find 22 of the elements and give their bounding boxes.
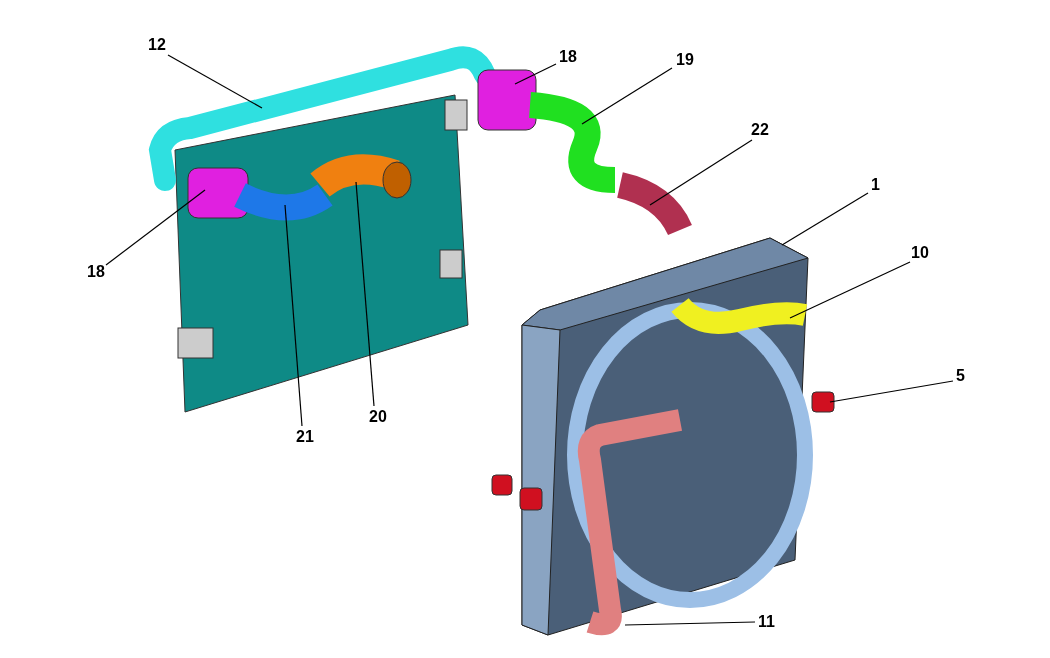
callout-number: 21 [296, 428, 314, 446]
leader-line [829, 380, 954, 403]
leader-line [649, 139, 753, 206]
callout-number: 18 [559, 48, 577, 66]
leader-line [355, 181, 375, 407]
leader-line [581, 67, 673, 125]
callout-number: 18 [87, 263, 105, 281]
callout-number: 22 [751, 121, 769, 139]
callout-number: 1 [871, 176, 880, 194]
callout-number: 5 [956, 367, 965, 385]
callout-number: 12 [148, 36, 166, 54]
leader-line [167, 54, 263, 109]
leader-line [105, 189, 206, 266]
callout-number: 10 [911, 244, 929, 262]
callout-number: 20 [369, 408, 387, 426]
leader-line [781, 192, 869, 246]
leader-line [514, 63, 557, 85]
callout-number: 19 [676, 51, 694, 69]
leader-line [789, 261, 911, 319]
callout-number: 11 [758, 613, 775, 631]
leader-line [624, 621, 756, 626]
leader-line [284, 204, 303, 427]
